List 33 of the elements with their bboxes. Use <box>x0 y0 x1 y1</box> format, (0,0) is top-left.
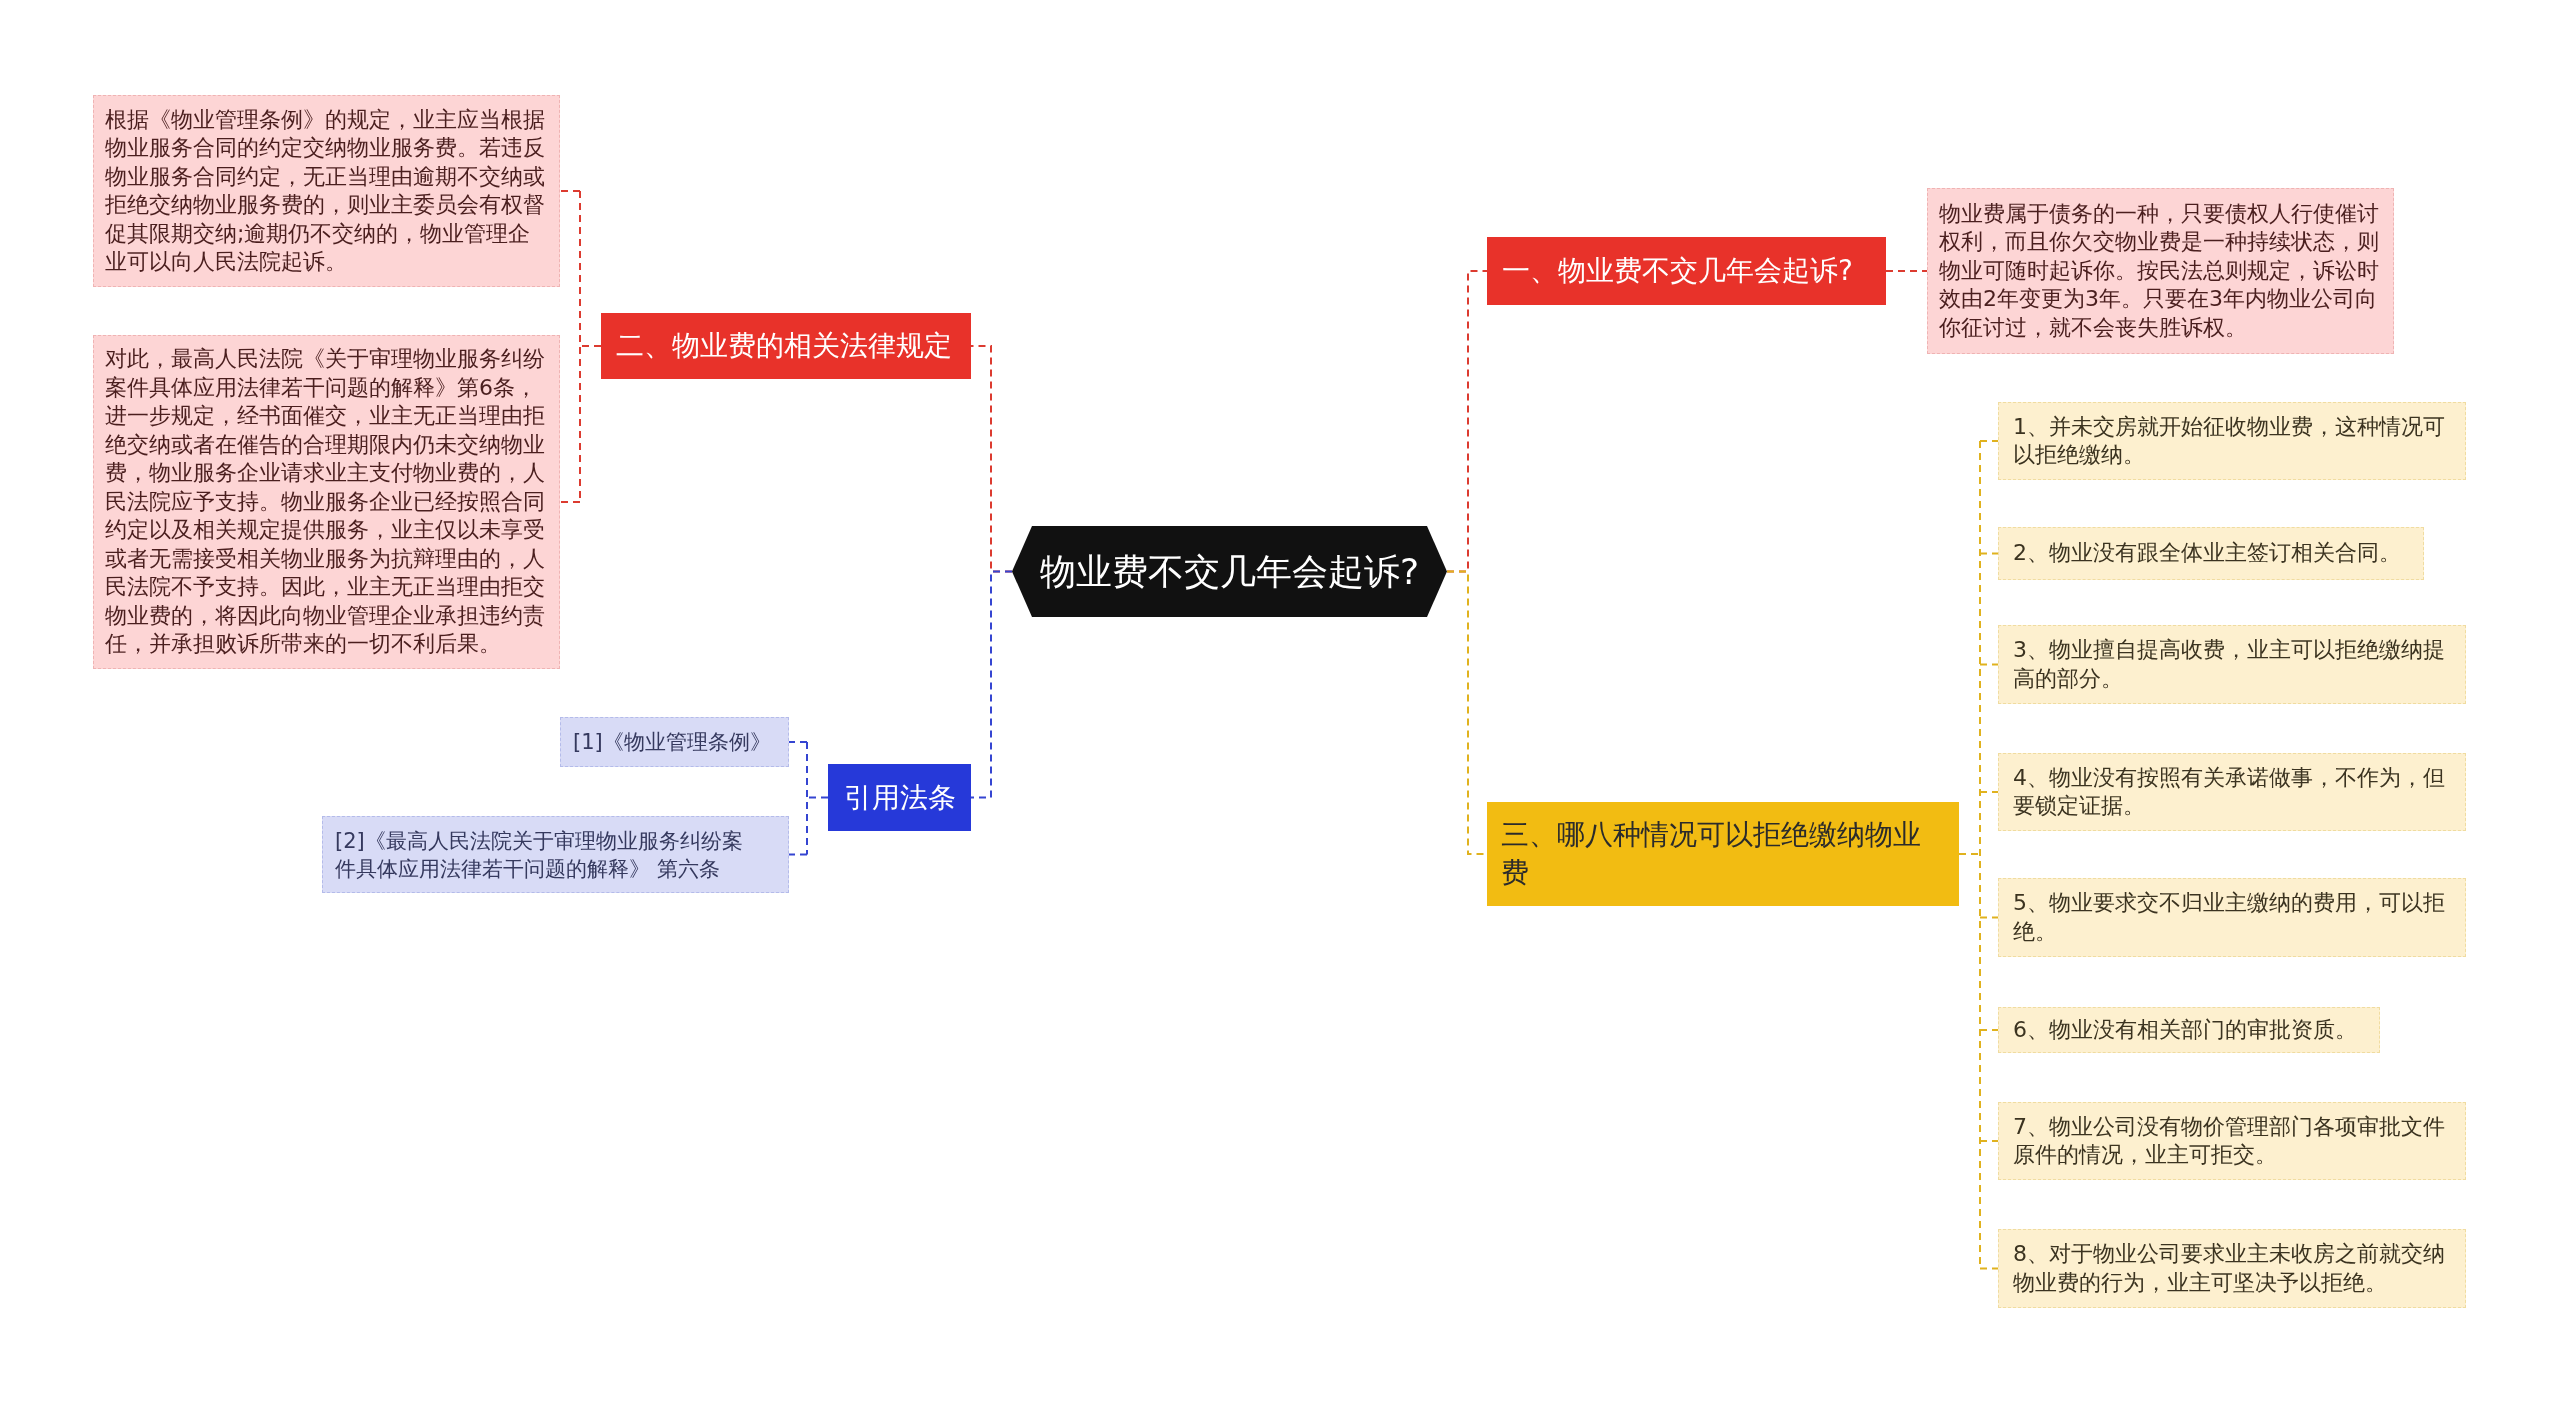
connector-line <box>1979 1029 1999 1031</box>
note-box: 对此，最高人民法院《关于审理物业服务纠纷案件具体应用法律若干问题的解释》第6条，进一步规定，经书面催交，业主无正当理由拒绝交纳或者在催告的合理期限内仍未交纳物业费，物业服务企业请求业主支付物业费的，人民法院应予支持。物业服务企业已经按照合同约定以及相关规定提供服务，业主仅以未享受或者无需接受相关物业服务为抗辩理由的，人民法院不予支持。因此，业主无正当理由拒交物业费的，将因此向物业管理企业承担违约责任，并承担败诉所带来的一切不利后果。 <box>93 335 560 669</box>
connector-line <box>1979 916 1999 919</box>
connector-line <box>1979 791 1999 793</box>
connector-line <box>1885 270 1928 272</box>
branch-box: 三、哪八种情况可以拒绝缴纳物业费 <box>1487 802 1959 906</box>
note-box: 8、对于物业公司要求业主未收房之前就交纳物业费的行为，业主可坚决予以拒绝。 <box>1998 1229 2466 1308</box>
connector-line <box>788 853 808 856</box>
note-box: 3、物业擅自提高收费，业主可以拒绝缴纳提高的部分。 <box>1998 625 2466 704</box>
connector-line <box>970 570 1013 799</box>
connector-line <box>1979 440 1999 442</box>
connector-line <box>1979 552 1999 555</box>
note-box: 5、物业要求交不归业主缴纳的费用，可以拒绝。 <box>1998 878 2466 957</box>
connector-line <box>559 190 581 192</box>
branch-box: 二、物业费的相关法律规定 <box>601 313 971 379</box>
connector-line <box>559 501 581 503</box>
citation-box: [2]《最高人民法院关于审理物业服务纠纷案件具体应用法律若干问题的解释》 第六条 <box>322 816 789 893</box>
note-box: 4、物业没有按照有关承诺做事，不作为，但要锁定证据。 <box>1998 753 2466 831</box>
note-box: 1、并未交房就开始征收物业费，这种情况可以拒绝缴纳。 <box>1998 402 2466 480</box>
note-box: 根据《物业管理条例》的规定，业主应当根据物业服务合同的约定交纳物业服务费。若违反物业服务合同约定，无正当理由逾期不交纳或拒绝交纳物业服务费的，则业主委员会有权督促其限期交纳;逾期仍不交纳的，物业管理企业可以向人民法院起诉。 <box>93 95 560 287</box>
note-box: 2、物业没有跟全体业主签订相关合同。 <box>1998 527 2424 580</box>
branch-box: 引用法条 <box>828 764 971 831</box>
note-box: 6、物业没有相关部门的审批资质。 <box>1998 1007 2380 1053</box>
note-box: 物业费属于债务的一种，只要债权人行使催讨权利，而且你欠交物业费是一种持续状态，则物业可随时起诉你。按民法总则规定，诉讼时效由2年变更为3年。只要在3年内物业公司向你征讨过，就不会丧失胜诉权。 <box>1927 188 2394 354</box>
branch-box: 一、物业费不交几年会起诉? <box>1487 237 1886 305</box>
connector-line <box>1979 1140 1999 1142</box>
connector-line <box>806 741 829 856</box>
connector-line <box>788 741 808 743</box>
topic-hexagon: 物业费不交几年会起诉? <box>1012 526 1447 617</box>
connector-line <box>1979 663 1999 666</box>
note-box: 7、物业公司没有物价管理部门各项审批文件原件的情况，业主可拒交。 <box>1998 1102 2466 1180</box>
connector-line <box>1979 1267 1999 1270</box>
citation-box: [1]《物业管理条例》 <box>560 717 789 767</box>
